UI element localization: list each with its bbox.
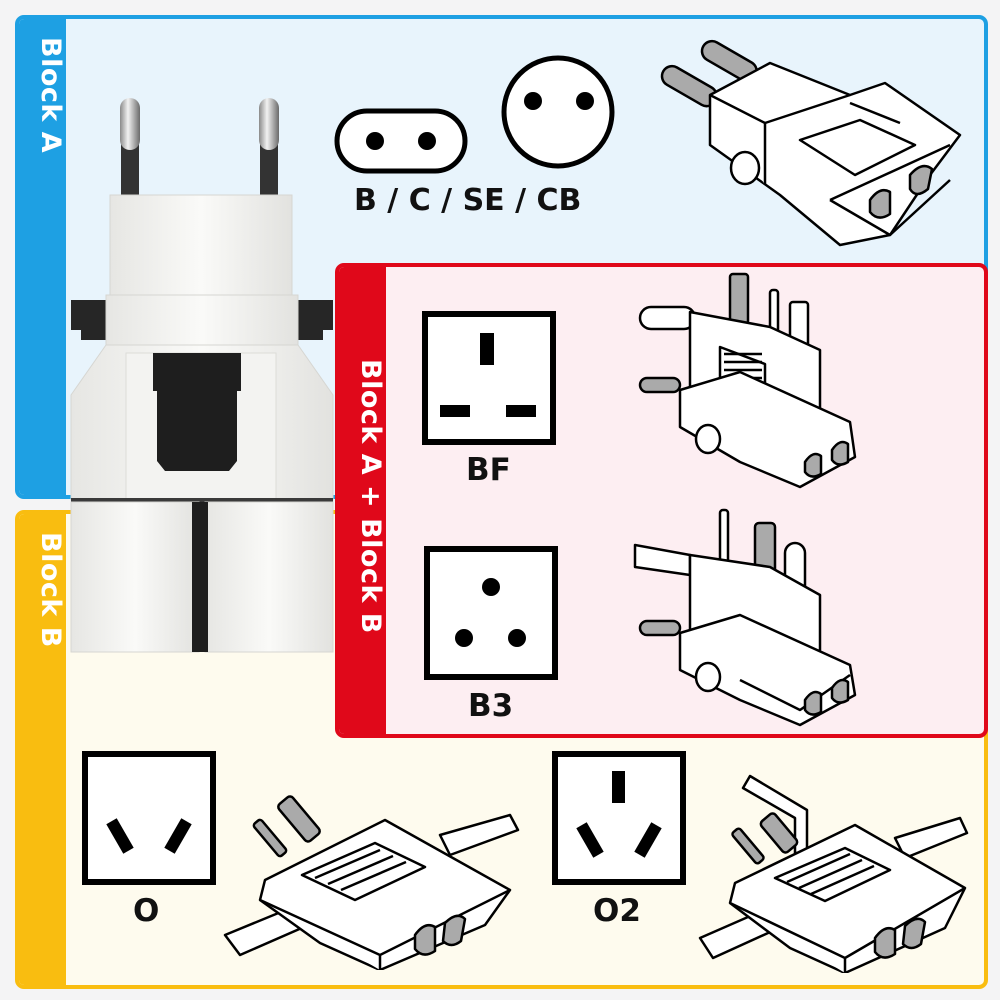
socket-label-b3: B3 <box>468 688 514 724</box>
block-a-plus-b-label: Block A + Block B <box>355 359 386 634</box>
socket-label-o: O <box>133 893 160 929</box>
euro-adapter-illustration <box>650 35 980 250</box>
socket-label-o2: O2 <box>593 893 641 929</box>
socket-label-b-c-se-cb: B / C / SE / CB <box>354 183 582 218</box>
uk-adapter-illustration <box>620 272 880 497</box>
angled-three-pin-socket-icon <box>552 751 686 885</box>
block-b-label: Block B <box>35 532 66 648</box>
block-a-label: Block A <box>35 37 66 154</box>
angled-two-pin-socket-icon <box>82 751 216 885</box>
uk-socket-icon <box>422 311 556 445</box>
australia-two-pin-adapter-illustration <box>220 795 530 970</box>
round-three-pin-socket-icon <box>424 546 558 680</box>
travel-adapter-photo <box>66 95 338 655</box>
europlug-round-socket-icon <box>500 54 616 170</box>
europlug-oval-socket-icon <box>334 108 468 174</box>
south-africa-adapter-illustration <box>620 505 880 730</box>
block-b-strip: Block B <box>19 514 66 985</box>
socket-label-bf: BF <box>466 452 511 488</box>
australia-three-pin-adapter-illustration <box>695 768 985 973</box>
block-a-plus-b-strip: Block A + Block B <box>339 267 386 734</box>
block-a-strip: Block A <box>19 19 66 495</box>
